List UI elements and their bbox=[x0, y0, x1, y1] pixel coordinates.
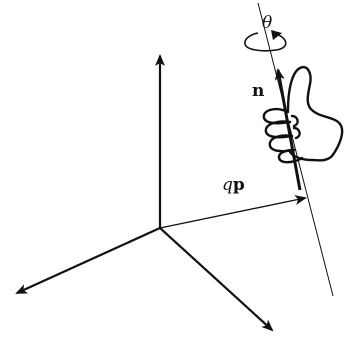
coordinate-axes bbox=[15, 54, 274, 332]
axis-left bbox=[15, 226, 161, 295]
label-qp: qp bbox=[222, 175, 245, 195]
rotation-axis-line bbox=[257, 2, 334, 297]
axis-right-down bbox=[159, 227, 274, 332]
axis-vector-n bbox=[274, 68, 302, 191]
right-hand-rule-hand-icon bbox=[262, 65, 344, 164]
rotation-arrow-icon bbox=[244, 30, 287, 52]
label-n: n bbox=[252, 81, 264, 101]
vector-qp bbox=[159, 195, 307, 229]
label-theta: θ bbox=[262, 13, 272, 33]
